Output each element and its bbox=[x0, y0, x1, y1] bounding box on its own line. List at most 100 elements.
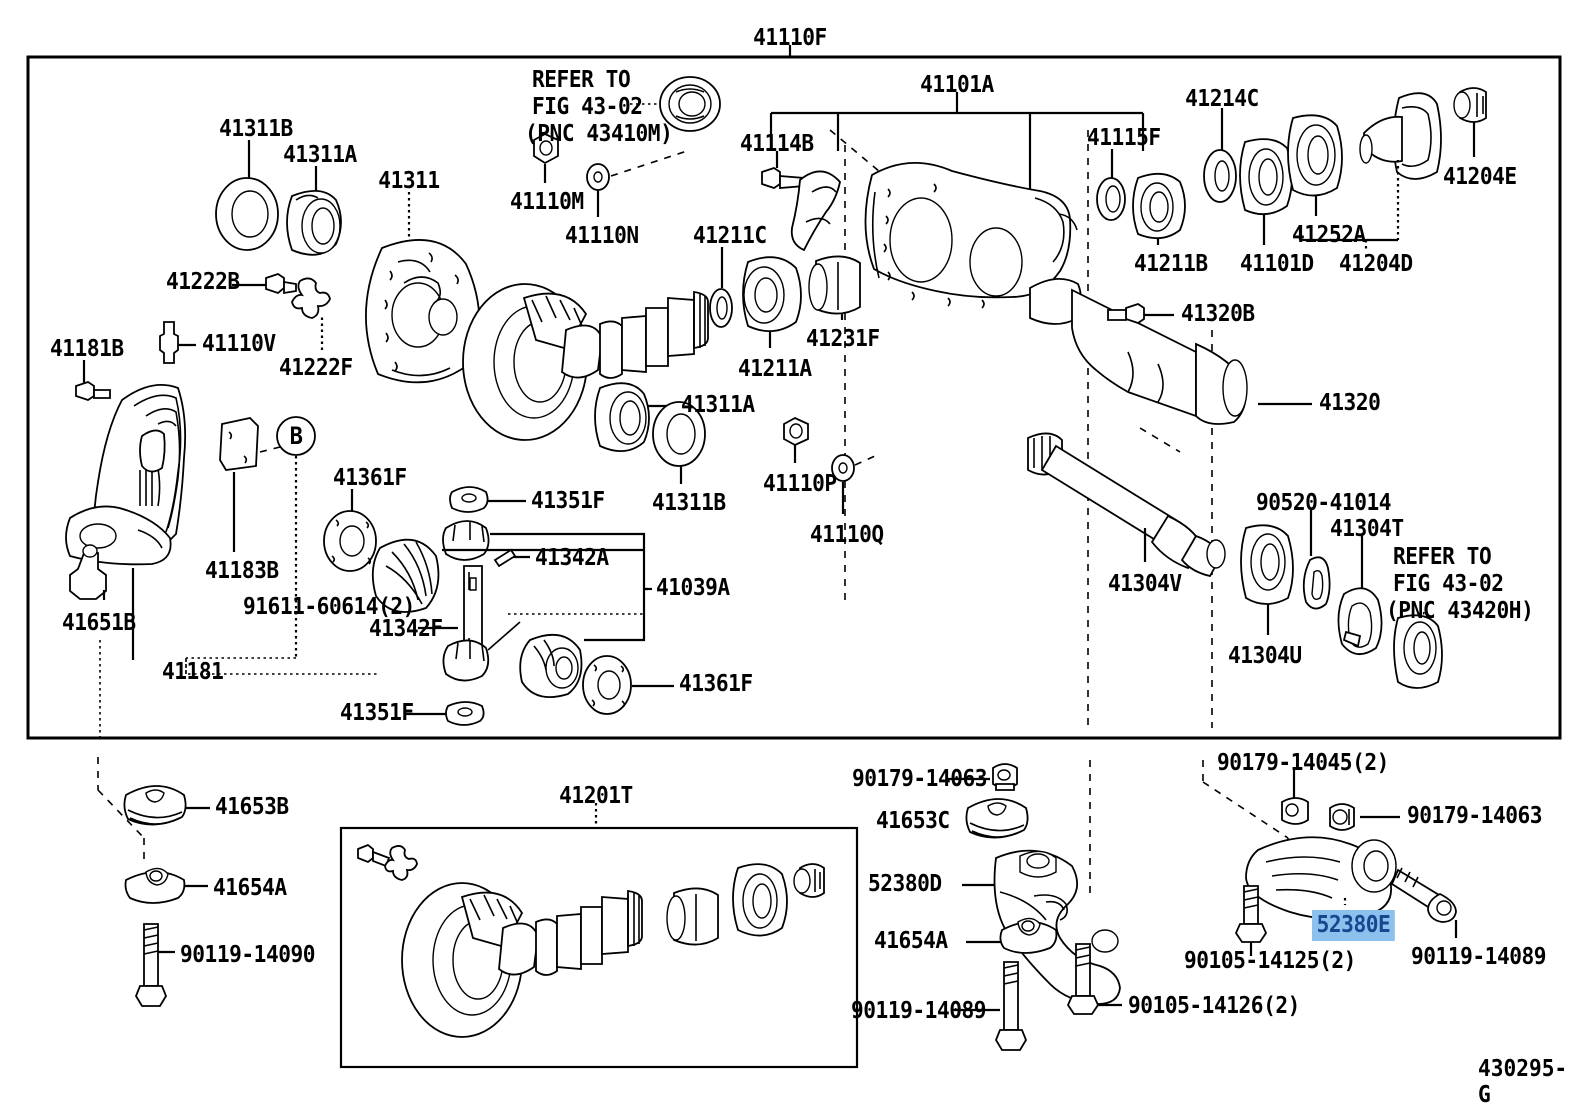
part-41211C-washer bbox=[709, 247, 733, 328]
part-label-41252A[interactable]: 41252A bbox=[1292, 222, 1366, 248]
bracket-41101A bbox=[769, 92, 1145, 190]
part-label-41211B[interactable]: 41211B bbox=[1134, 251, 1208, 277]
part-43420H-bearing bbox=[1393, 611, 1443, 689]
part-52380D-arm bbox=[962, 760, 1121, 1005]
part-41110P-nut bbox=[783, 416, 809, 463]
part-label-91611-60614-2-[interactable]: 91611-60614(2) bbox=[243, 594, 415, 620]
part-label-41214C[interactable]: 41214C bbox=[1185, 86, 1259, 112]
part-label-41654A[interactable]: 41654A bbox=[213, 875, 287, 901]
part-label-41181[interactable]: 41181 bbox=[162, 659, 224, 685]
part-label-90179-14045-2-[interactable]: 90179-14045(2) bbox=[1217, 750, 1389, 776]
part-41222B-bolt bbox=[232, 273, 297, 295]
part-label-90105-14126-2-[interactable]: 90105-14126(2) bbox=[1128, 993, 1300, 1019]
part-label-41211C[interactable]: 41211C bbox=[693, 223, 767, 249]
part-label-41361F[interactable]: 41361F bbox=[679, 671, 753, 697]
part-41110Q-washer bbox=[831, 454, 876, 514]
part-label-41320B[interactable]: 41320B bbox=[1181, 301, 1255, 327]
part-41304V-shaft bbox=[1027, 432, 1226, 578]
part-label-41231F[interactable]: 41231F bbox=[806, 326, 880, 352]
part-label-41654A[interactable]: 41654A bbox=[874, 928, 948, 954]
part-41110M-nut bbox=[533, 132, 559, 183]
box-41201T bbox=[339, 803, 859, 1069]
part-label-41653B[interactable]: 41653B bbox=[215, 794, 289, 820]
part-label-41320[interactable]: 41320 bbox=[1319, 390, 1381, 416]
part-label-90179-14063[interactable]: 90179-14063 bbox=[852, 766, 988, 792]
part-label-41311B[interactable]: 41311B bbox=[219, 116, 293, 142]
part-label-41204D[interactable]: 41204D bbox=[1339, 251, 1413, 277]
part-41101D-seal bbox=[1239, 138, 1293, 245]
part-label-41222F[interactable]: 41222F bbox=[279, 355, 353, 381]
part-90179-14063-right bbox=[1329, 803, 1400, 831]
part-label-41304T[interactable]: 41304T bbox=[1330, 516, 1404, 542]
part-41252A-seal bbox=[1287, 114, 1343, 216]
highlighted-part-number[interactable]: 52380E bbox=[1312, 910, 1395, 941]
part-label-41311[interactable]: 41311 bbox=[378, 168, 440, 194]
part-label-41651B[interactable]: 41651B bbox=[62, 610, 136, 636]
part-label-REFER-TO[interactable]: REFER TO bbox=[1393, 544, 1492, 570]
part-label-FIG-43-02[interactable]: FIG 43-02 bbox=[1393, 571, 1504, 597]
part-label-41110P[interactable]: 41110P bbox=[763, 471, 837, 497]
part-41351F-top bbox=[449, 486, 526, 513]
part-label-41211A[interactable]: 41211A bbox=[738, 356, 812, 382]
part-41181-bracket bbox=[65, 360, 380, 675]
part-label-90105-14125-2-[interactable]: 90105-14125(2) bbox=[1184, 948, 1356, 974]
part-41320-tube bbox=[1029, 278, 1312, 453]
part-label-90119-14089[interactable]: 90119-14089 bbox=[1411, 944, 1547, 970]
part-41110V-plug bbox=[159, 321, 196, 364]
part-label-FIG-43-02[interactable]: FIG 43-02 bbox=[532, 94, 643, 120]
part-label-41115F[interactable]: 41115F bbox=[1087, 125, 1161, 151]
part-label-41361F[interactable]: 41361F bbox=[333, 465, 407, 491]
part-label-90179-14063[interactable]: 90179-14063 bbox=[1407, 803, 1543, 829]
part-41204D-flange bbox=[1298, 92, 1442, 252]
part-label--PNC-43410M-[interactable]: (PNC 43410M) bbox=[525, 121, 673, 147]
part-label-41342A[interactable]: 41342A bbox=[535, 545, 609, 571]
part-label-41101D[interactable]: 41101D bbox=[1240, 251, 1314, 277]
part-label-41201T[interactable]: 41201T bbox=[559, 783, 633, 809]
part-label--PNC-43420H-[interactable]: (PNC 43420H) bbox=[1386, 598, 1534, 624]
part-label-41204E[interactable]: 41204E bbox=[1443, 164, 1517, 190]
callout-symbol-B: B bbox=[289, 422, 303, 450]
part-label-41351F[interactable]: 41351F bbox=[531, 488, 605, 514]
part-label-41181B[interactable]: 41181B bbox=[50, 336, 124, 362]
part-label-52380D[interactable]: 52380D bbox=[868, 871, 942, 897]
part-label-41110M[interactable]: 41110M bbox=[510, 189, 584, 215]
part-label-41222B[interactable]: 41222B bbox=[166, 269, 240, 295]
part-41222F-clip bbox=[291, 277, 331, 350]
part-41304T-ring bbox=[1337, 536, 1383, 655]
part-label-41311A[interactable]: 41311A bbox=[283, 142, 357, 168]
part-41115F-bearing bbox=[1096, 149, 1126, 221]
part-43410M-bearing bbox=[630, 76, 721, 132]
part-label-REFER-TO[interactable]: REFER TO bbox=[532, 67, 631, 93]
part-label-41304V[interactable]: 41304V bbox=[1108, 571, 1182, 597]
part-label-41110Q[interactable]: 41110Q bbox=[810, 522, 884, 548]
part-90119-14090-bolt bbox=[134, 923, 175, 1007]
part-41039A-group bbox=[371, 520, 674, 726]
part-label-41110N[interactable]: 41110N bbox=[565, 223, 639, 249]
part-90119-14089-bottomleft bbox=[952, 961, 1028, 1051]
part-41110N-washer bbox=[586, 149, 691, 217]
sheet-code: 430295-G bbox=[1478, 1056, 1568, 1108]
part-label-52380E[interactable]: 52380E bbox=[1312, 910, 1395, 941]
part-label-90119-14090[interactable]: 90119-14090 bbox=[180, 942, 316, 968]
part-41214C-washer bbox=[1203, 108, 1237, 203]
part-label-90520-41014[interactable]: 90520-41014 bbox=[1256, 490, 1392, 516]
part-label-41653C[interactable]: 41653C bbox=[876, 808, 950, 834]
part-41654A-left bbox=[124, 867, 208, 904]
part-label-41110V[interactable]: 41110V bbox=[202, 331, 276, 357]
part-label-90119-14089[interactable]: 90119-14089 bbox=[851, 998, 987, 1024]
part-label-41101A[interactable]: 41101A bbox=[920, 72, 994, 98]
part-label-41114B[interactable]: 41114B bbox=[740, 131, 814, 157]
part-label-41039A[interactable]: 41039A bbox=[656, 575, 730, 601]
part-label-41304U[interactable]: 41304U bbox=[1228, 643, 1302, 669]
part-label-41351F[interactable]: 41351F bbox=[340, 700, 414, 726]
part-41311B-top bbox=[215, 140, 279, 251]
part-41311A-mid bbox=[594, 382, 674, 452]
part-label-41110F[interactable]: 41110F bbox=[753, 25, 827, 51]
part-label-41183B[interactable]: 41183B bbox=[205, 558, 279, 584]
part-label-41311A[interactable]: 41311A bbox=[681, 392, 755, 418]
part-41361F-tl bbox=[323, 489, 377, 572]
part-label-41342F[interactable]: 41342F bbox=[369, 616, 443, 642]
part-label-41311B[interactable]: 41311B bbox=[652, 490, 726, 516]
